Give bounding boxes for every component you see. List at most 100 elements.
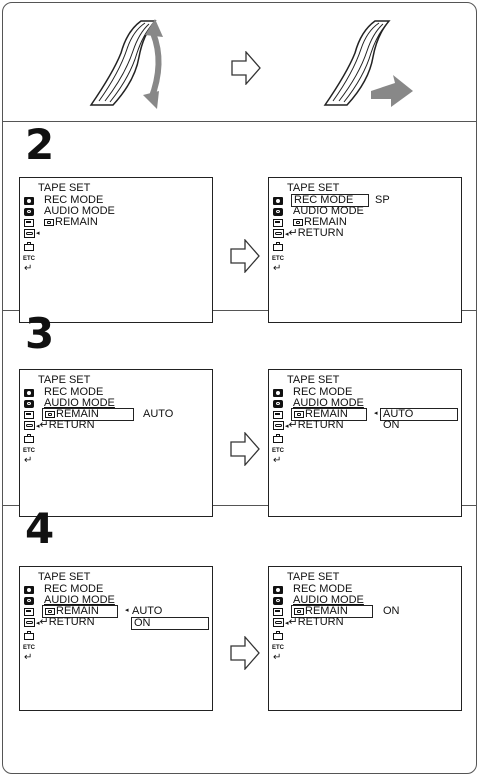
return-symbol: ↵ (40, 419, 49, 431)
camera-set-icon (273, 586, 283, 594)
etc-icon: ETC (272, 448, 284, 454)
rec-mode-value: SP (375, 195, 390, 206)
return-label: RETURN (298, 616, 344, 628)
tape-set-icon (273, 618, 284, 627)
panel-step-2: 2 TAPE SET REC MODE AUDIO MODE REMAIN ◂ … (3, 122, 476, 311)
option-on-highlighted: ON (131, 617, 209, 630)
menu-title: TAPE SET (38, 572, 90, 583)
lcd-set-icon (273, 219, 283, 227)
pointer-icon: ◂ (374, 408, 378, 419)
flow-arrow-icon (231, 51, 261, 85)
camera-set-icon (24, 197, 34, 205)
tape-set-icon (24, 421, 35, 430)
instruction-frame: 2 TAPE SET REC MODE AUDIO MODE REMAIN ◂ … (2, 2, 477, 774)
menu-title: TAPE SET (287, 375, 339, 386)
menu-title: TAPE SET (287, 183, 339, 194)
etc-icon: ETC (23, 448, 35, 454)
vtr-set-icon (273, 208, 283, 216)
return-label: RETURN (49, 419, 95, 431)
camera-set-icon (24, 586, 34, 594)
setup-icon (24, 633, 34, 640)
vtr-set-icon (273, 400, 283, 408)
return-icon: ↵ (24, 653, 32, 663)
tape-icon (45, 608, 55, 615)
camera-set-icon (24, 389, 34, 397)
vtr-set-icon (24, 208, 34, 216)
lcd-set-icon (24, 608, 34, 616)
tape-icon (294, 608, 304, 615)
menu-title: TAPE SET (38, 183, 90, 194)
menu-screen-after: TAPE SET REC MODE AUDIO MODE REMAIN ◂ AU… (268, 369, 462, 517)
etc-icon: ETC (23, 256, 35, 262)
return-icon: ↵ (273, 456, 281, 466)
return-icon: ↵ (273, 264, 281, 274)
menu-screen-after: TAPE SET REC MODE AUDIO MODE REMAIN ON ◂… (268, 566, 462, 711)
lcd-set-icon (24, 411, 34, 419)
option-auto: AUTO (132, 606, 162, 617)
setup-icon (24, 436, 34, 443)
tape-icon (44, 219, 54, 226)
tape-icon (45, 411, 55, 418)
menu-item-return: ◂↵RETURN (285, 617, 344, 629)
vtr-set-icon (24, 597, 34, 605)
setup-icon (24, 244, 34, 251)
pointer-icon: ◂ (125, 605, 129, 616)
menu-screen-after: TAPE SET REC MODE SP AUDIO MODE REMAIN ◂… (268, 177, 462, 323)
return-icon: ↵ (273, 653, 281, 663)
etc-icon: ETC (23, 645, 35, 651)
lcd-set-icon (24, 219, 34, 227)
return-label: RETURN (49, 616, 95, 628)
panel-step-3: 3 TAPE SET REC MODE AUDIO MODE REMAIN AU… (3, 311, 476, 506)
menu-screen-before: TAPE SET REC MODE AUDIO MODE REMAIN AUTO… (19, 369, 213, 517)
return-symbol: ↵ (289, 419, 298, 431)
return-symbol: ↵ (40, 616, 49, 628)
menu-item-return: ◂↵RETURN (285, 228, 344, 240)
return-label: RETURN (298, 227, 344, 239)
menu-title: TAPE SET (38, 375, 90, 386)
step-number: 3 (25, 313, 54, 355)
menu-title: TAPE SET (287, 572, 339, 583)
setup-icon (273, 244, 283, 251)
menu-item-return: ◂↵RETURN (285, 420, 344, 432)
menu-screen-before: TAPE SET REC MODE AUDIO MODE REMAIN ◂ AU… (19, 566, 213, 711)
panel-dial (3, 3, 476, 122)
tape-set-icon (273, 229, 284, 238)
setup-icon (273, 436, 283, 443)
vtr-set-icon (273, 597, 283, 605)
return-symbol: ↵ (289, 616, 298, 628)
menu-item-remain: REMAIN (44, 217, 98, 228)
remain-label: REMAIN (55, 216, 98, 228)
step-number: 4 (25, 508, 54, 550)
dial-press-illustration (321, 13, 421, 113)
vtr-set-icon (24, 400, 34, 408)
tape-set-icon (24, 618, 35, 627)
etc-icon: ETC (272, 645, 284, 651)
remain-value: ON (383, 606, 400, 617)
return-symbol: ↵ (289, 227, 298, 239)
menu-screen-before: TAPE SET REC MODE AUDIO MODE REMAIN ◂ ET… (19, 177, 213, 323)
flow-arrow-icon (230, 432, 260, 466)
remain-value: AUTO (143, 409, 173, 420)
setup-icon (273, 633, 283, 640)
flow-arrow-icon (230, 636, 260, 670)
menu-item-return: ◂↵RETURN (36, 420, 95, 432)
tape-icon (294, 411, 304, 418)
etc-icon: ETC (272, 256, 284, 262)
panel-step-4: 4 TAPE SET REC MODE AUDIO MODE REMAIN ◂ … (3, 506, 476, 774)
lcd-set-icon (273, 411, 283, 419)
return-icon: ↵ (24, 456, 32, 466)
dial-turn-illustration (83, 13, 173, 113)
camera-set-icon (273, 389, 283, 397)
tape-set-icon (273, 421, 284, 430)
tape-set-icon (24, 229, 35, 238)
camera-set-icon (273, 197, 283, 205)
option-on: ON (383, 420, 400, 431)
tape-icon (293, 219, 303, 226)
step-number: 2 (25, 124, 54, 166)
pointer-icon: ◂ (36, 228, 40, 239)
flow-arrow-icon (230, 239, 260, 273)
return-icon: ↵ (24, 264, 32, 274)
lcd-set-icon (273, 608, 283, 616)
menu-item-return: ◂↵RETURN (36, 617, 95, 629)
return-label: RETURN (298, 419, 344, 431)
